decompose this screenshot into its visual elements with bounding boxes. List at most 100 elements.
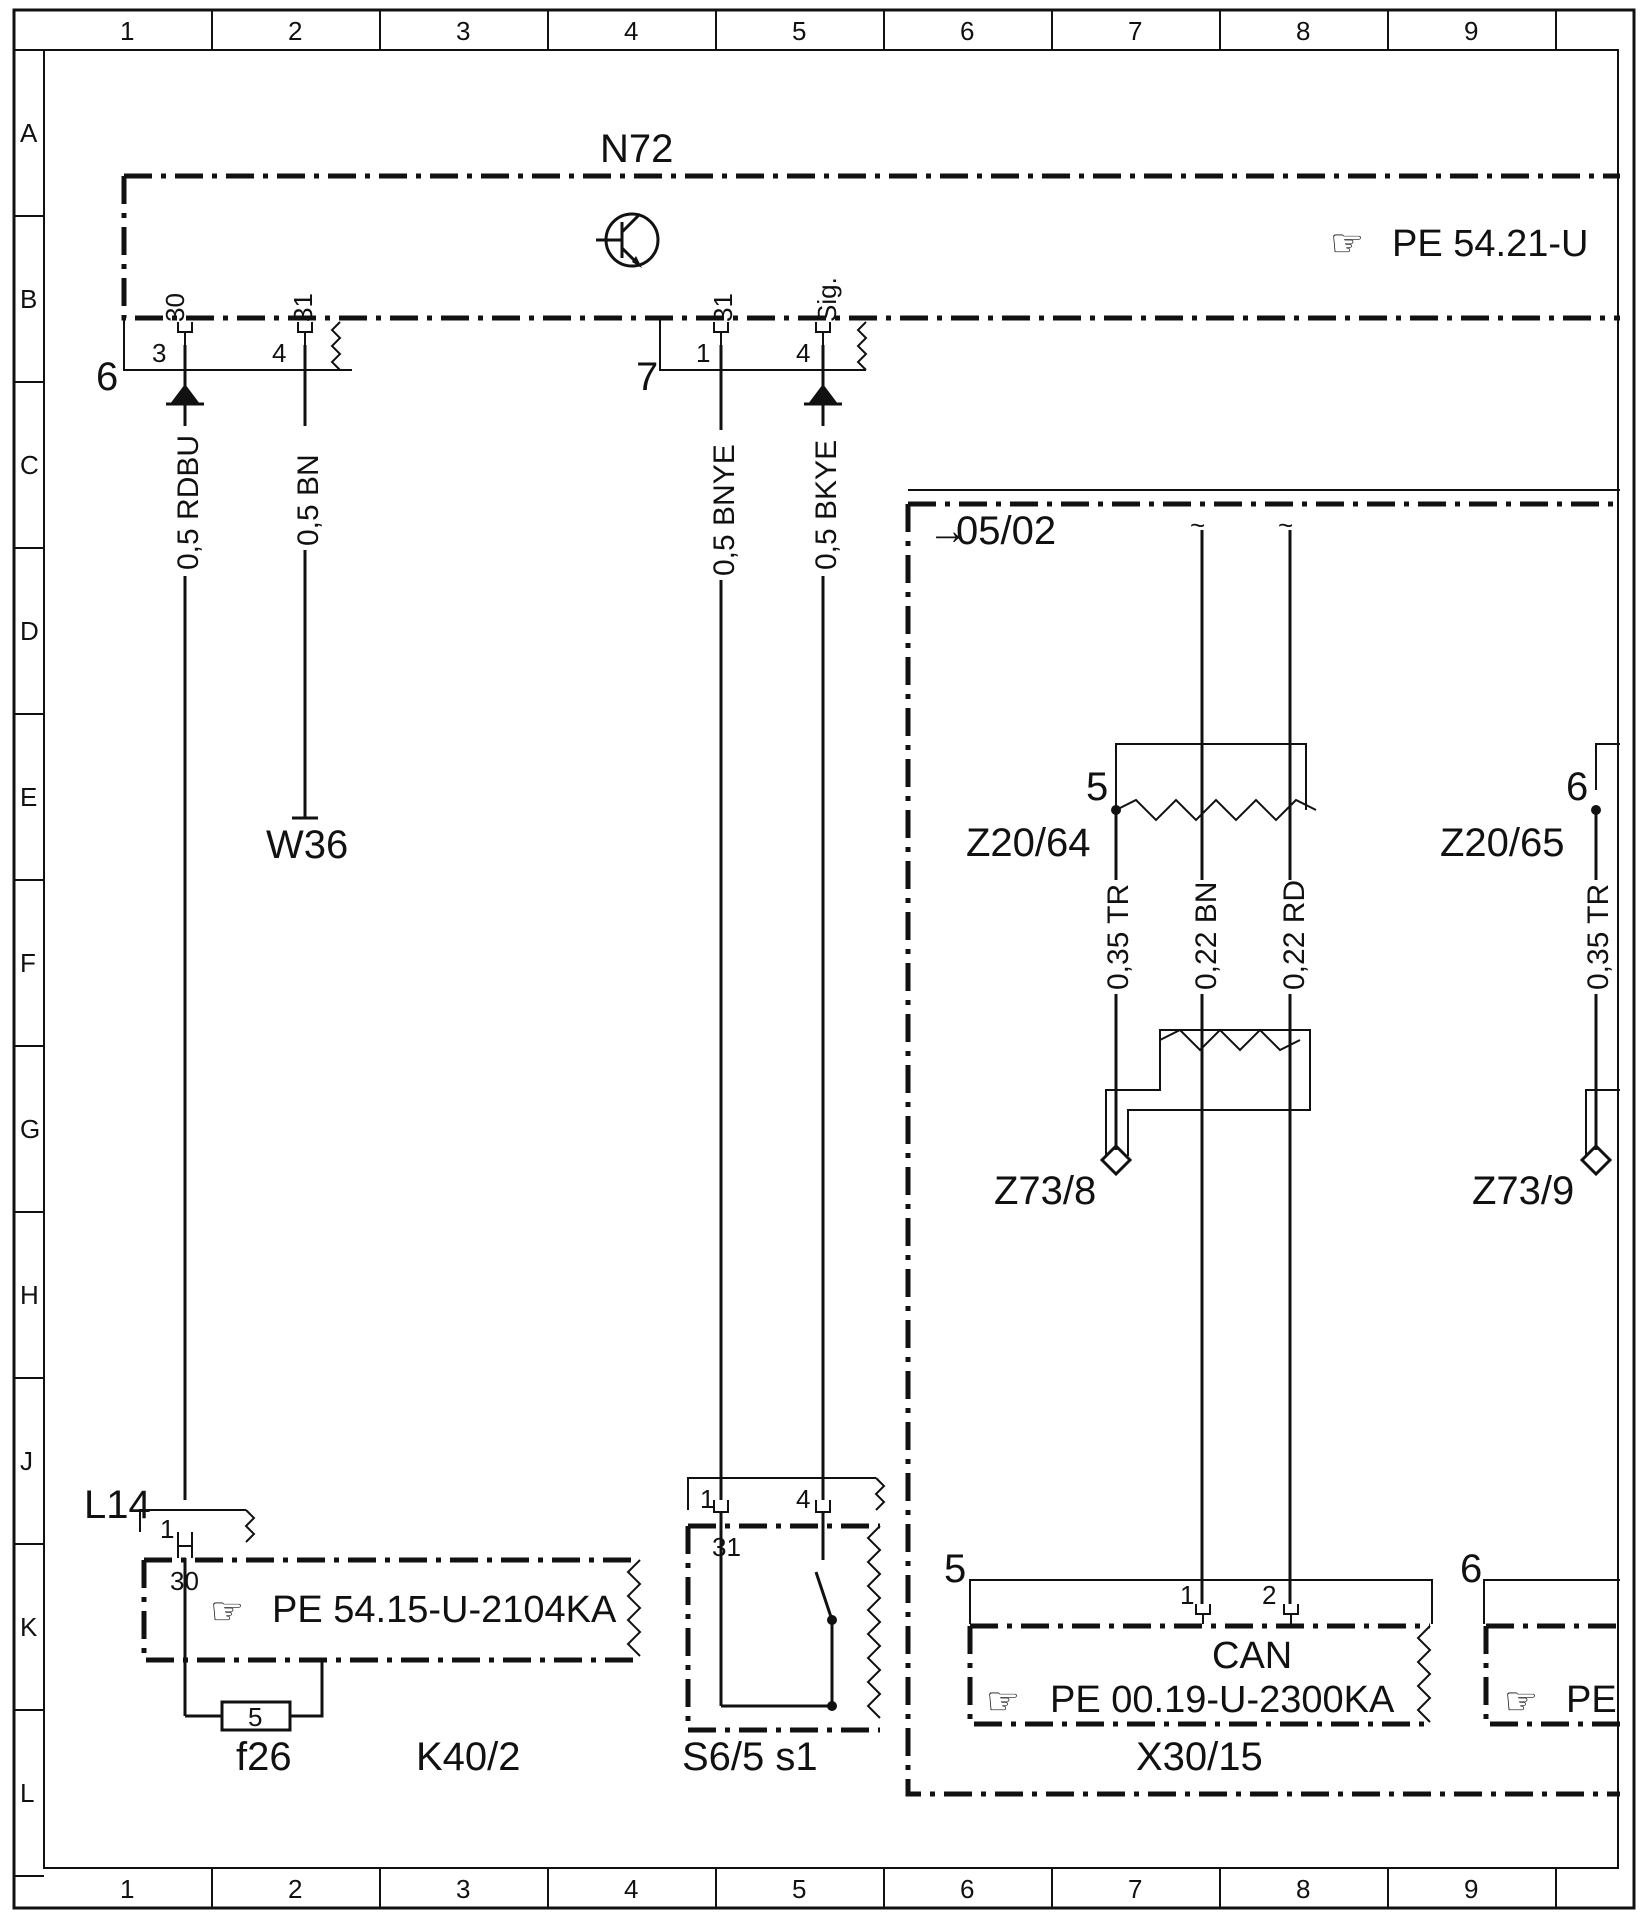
z739-label: Z73/9 <box>1472 1169 1574 1213</box>
x3015-can: CAN <box>1212 1635 1292 1677</box>
break-zigzag-icon <box>244 1509 256 1543</box>
pin-terminal-icon <box>713 322 729 345</box>
pin-terminal-icon <box>297 322 313 345</box>
n72-conn7-pin1: 1 <box>696 338 710 368</box>
wire-rd-label: 0,22 RD <box>1278 880 1311 990</box>
twisted-pair-icon <box>1115 798 1317 822</box>
s6-module: 1 4 31 S6/5 s1 <box>682 1477 886 1779</box>
grid-column-label: 1 <box>120 16 134 46</box>
break-zigzag-icon <box>866 1525 882 1719</box>
pin-terminal-icon <box>1283 1604 1299 1624</box>
pin-terminal-icon <box>713 1500 729 1513</box>
s6-pin1-term: 31 <box>712 1532 741 1562</box>
shield-arrow-icon <box>808 384 838 404</box>
z2065-pin: 6 <box>1566 765 1588 809</box>
grid-row-label: A <box>20 118 38 148</box>
grid-column-label: 9 <box>1464 1874 1478 1904</box>
break-zigzag-icon <box>330 321 342 371</box>
n72-conn7-pin1-term: 31 <box>708 293 738 322</box>
x30r-conn-label: 6 <box>1460 1547 1482 1591</box>
block-0502-arrow-icon: → <box>928 509 968 553</box>
grid-column-label: 3 <box>456 16 470 46</box>
k40-label: K40/2 <box>416 1735 521 1779</box>
n72-module: N72 ☞ PE 54.21-U 6 3 30 4 31 <box>96 127 1620 399</box>
x30r-border <box>1483 1623 1620 1727</box>
wire-rdbu-label: 0,5 RDBU <box>172 435 205 570</box>
n72-conn7-pin2: 4 <box>796 338 810 368</box>
fuse-icon <box>220 1700 292 1732</box>
block-0502-border <box>905 501 1620 1797</box>
block-0502: → 05/02 ~ ~ 5 Z20/64 0,35 TR 0,22 BN 0,2… <box>905 489 1620 1797</box>
grid-column-label: 3 <box>456 1874 470 1904</box>
wave-icon: ~ <box>1278 510 1293 540</box>
k40-ref: PE 54.15-U-2104KA <box>272 1589 617 1631</box>
drawing-frame <box>12 8 1636 1910</box>
grid-row-label: C <box>20 450 39 480</box>
n72-connector-6: 6 3 30 4 31 <box>96 293 352 399</box>
break-zigzag-icon <box>856 321 868 371</box>
z738-label: Z73/8 <box>994 1169 1096 1213</box>
wire-bn-022-label: 0,22 BN <box>1190 882 1223 990</box>
n72-connector-7: 7 1 31 4 Sig. <box>636 277 868 399</box>
n72-conn7-pin2-term: Sig. <box>812 277 842 322</box>
x3015-pin1: 1 <box>1180 1580 1194 1610</box>
k40-pin: 1 <box>160 1514 174 1544</box>
grid-column-label: 8 <box>1296 16 1310 46</box>
grid-column-label: 6 <box>960 16 974 46</box>
n72-ref: PE 54.21-U <box>1392 223 1588 265</box>
wire-bkye-label: 0,5 BKYE <box>810 440 843 570</box>
grid-column-label: 5 <box>792 16 806 46</box>
n72-conn6-label: 6 <box>96 355 118 399</box>
shield-arrow-icon <box>170 384 200 404</box>
wire-bn-label: 0,5 BN <box>292 454 325 546</box>
x3015-ref: PE 00.19-U-2300KA <box>1050 1679 1395 1721</box>
outer-border <box>12 8 1636 1910</box>
x3015-conn-label: 5 <box>944 1547 966 1591</box>
grid-column-label: 6 <box>960 1874 974 1904</box>
k40-ref-icon: ☞ <box>210 1591 244 1633</box>
wire-tr2-label: 0,35 TR <box>1582 884 1615 990</box>
grid-column-label: 7 <box>1128 16 1142 46</box>
x3015-border <box>967 1623 1430 1727</box>
k40-border <box>141 1557 640 1663</box>
grid-row-label: G <box>20 1114 40 1144</box>
x30r-ref-icon: ☞ <box>1504 1681 1538 1723</box>
grid-row-label: L <box>20 1778 34 1808</box>
grid-row-label: K <box>20 1612 38 1642</box>
x3015-pin2: 2 <box>1262 1580 1276 1610</box>
block-0502-label: 05/02 <box>956 509 1056 553</box>
grid-column-label: 2 <box>288 16 302 46</box>
x3015-label: X30/15 <box>1136 1735 1263 1779</box>
n72-label: N72 <box>600 127 673 171</box>
break-zigzag-icon <box>1416 1625 1432 1723</box>
ground-shield-icon <box>1099 1143 1133 1177</box>
x3015-ref-icon: ☞ <box>986 1681 1020 1723</box>
k40-fuse-label: f26 <box>236 1735 292 1779</box>
s6-border <box>685 1523 880 1733</box>
k40-module: L14 1 30 ☞ PE 54.15-U-2104KA 5 f26 K40/2 <box>84 1483 642 1779</box>
break-zigzag-icon <box>626 1559 642 1657</box>
grid-column-label: 4 <box>624 16 638 46</box>
pin-terminal-icon <box>815 1500 831 1513</box>
wire-bn: 0,5 BN W36 <box>266 345 348 867</box>
n72-ref-icon: ☞ <box>1330 223 1364 265</box>
grid-row-label: D <box>20 616 39 646</box>
n72-border-bottom <box>121 176 1620 321</box>
z2065-label: Z20/65 <box>1440 821 1565 865</box>
wire-bkye: 0,5 BKYE <box>804 345 843 1500</box>
w36-label: W36 <box>266 823 348 867</box>
grid-top: 1 2 3 4 5 6 7 8 9 <box>120 10 1557 50</box>
pin-terminal-icon <box>1195 1604 1211 1624</box>
grid-column-label: 1 <box>120 1874 134 1904</box>
pin-terminal-icon <box>177 1532 193 1547</box>
k40-conn-label: L14 <box>84 1483 151 1527</box>
grid-column-label: 9 <box>1464 16 1478 46</box>
grid-row-label: F <box>20 948 36 978</box>
z2064-label: Z20/64 <box>966 821 1091 865</box>
s6-pin2: 4 <box>796 1484 810 1514</box>
ground-shield-icon <box>1579 1143 1613 1177</box>
break-zigzag-icon <box>874 1477 886 1511</box>
